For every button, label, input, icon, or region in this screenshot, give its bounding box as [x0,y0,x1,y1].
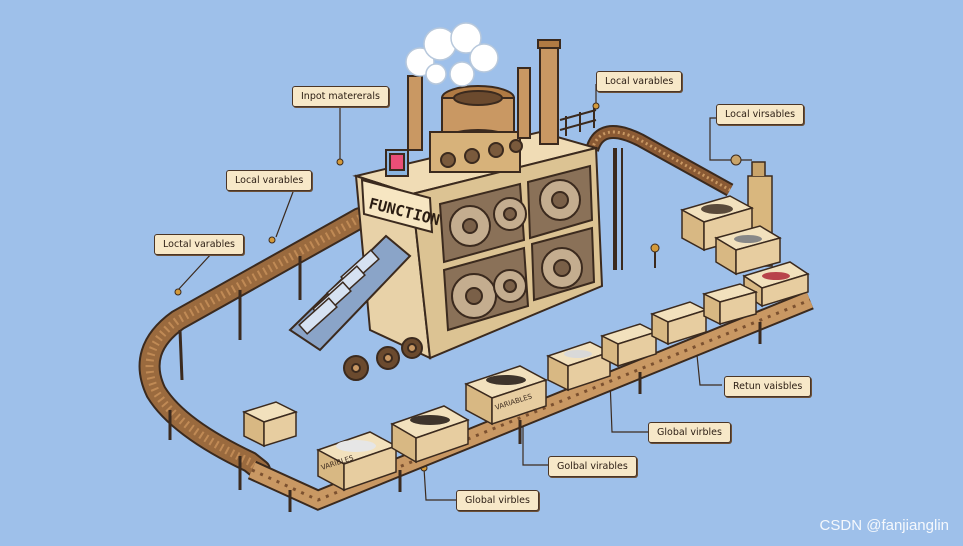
box-5 [600,323,658,368]
box-7 [701,283,759,326]
label-global-variables-right: Global virbles [648,422,731,443]
label-local-variables-left: Loctal varables [154,234,245,255]
smoke-cloud [405,22,499,87]
label-input-materials: Inpot matererals [292,86,389,107]
label-local-variables-mid: Local varables [226,170,313,191]
box-dark-1 [390,405,470,464]
conveyor-boxes [242,283,759,492]
label-global-variables-bottom: Global virbles [456,490,539,511]
box-4 [546,341,612,392]
box-6 [650,301,708,346]
watermark: CSDN @fanjianglin [819,517,949,534]
box-variables-2 [464,365,548,426]
label-local-variables-top: Local varables [596,71,683,92]
box-small-left [242,401,298,448]
left-conveyor [138,207,371,490]
right-conveyor [585,125,810,308]
label-return-variables: Retun vaisbles [724,376,812,397]
function-machine [288,39,604,381]
bottom-conveyor [247,290,814,512]
label-local-variables-right: Local virsables [716,104,805,125]
label-global-variables-mid: Golbal virables [548,456,637,477]
